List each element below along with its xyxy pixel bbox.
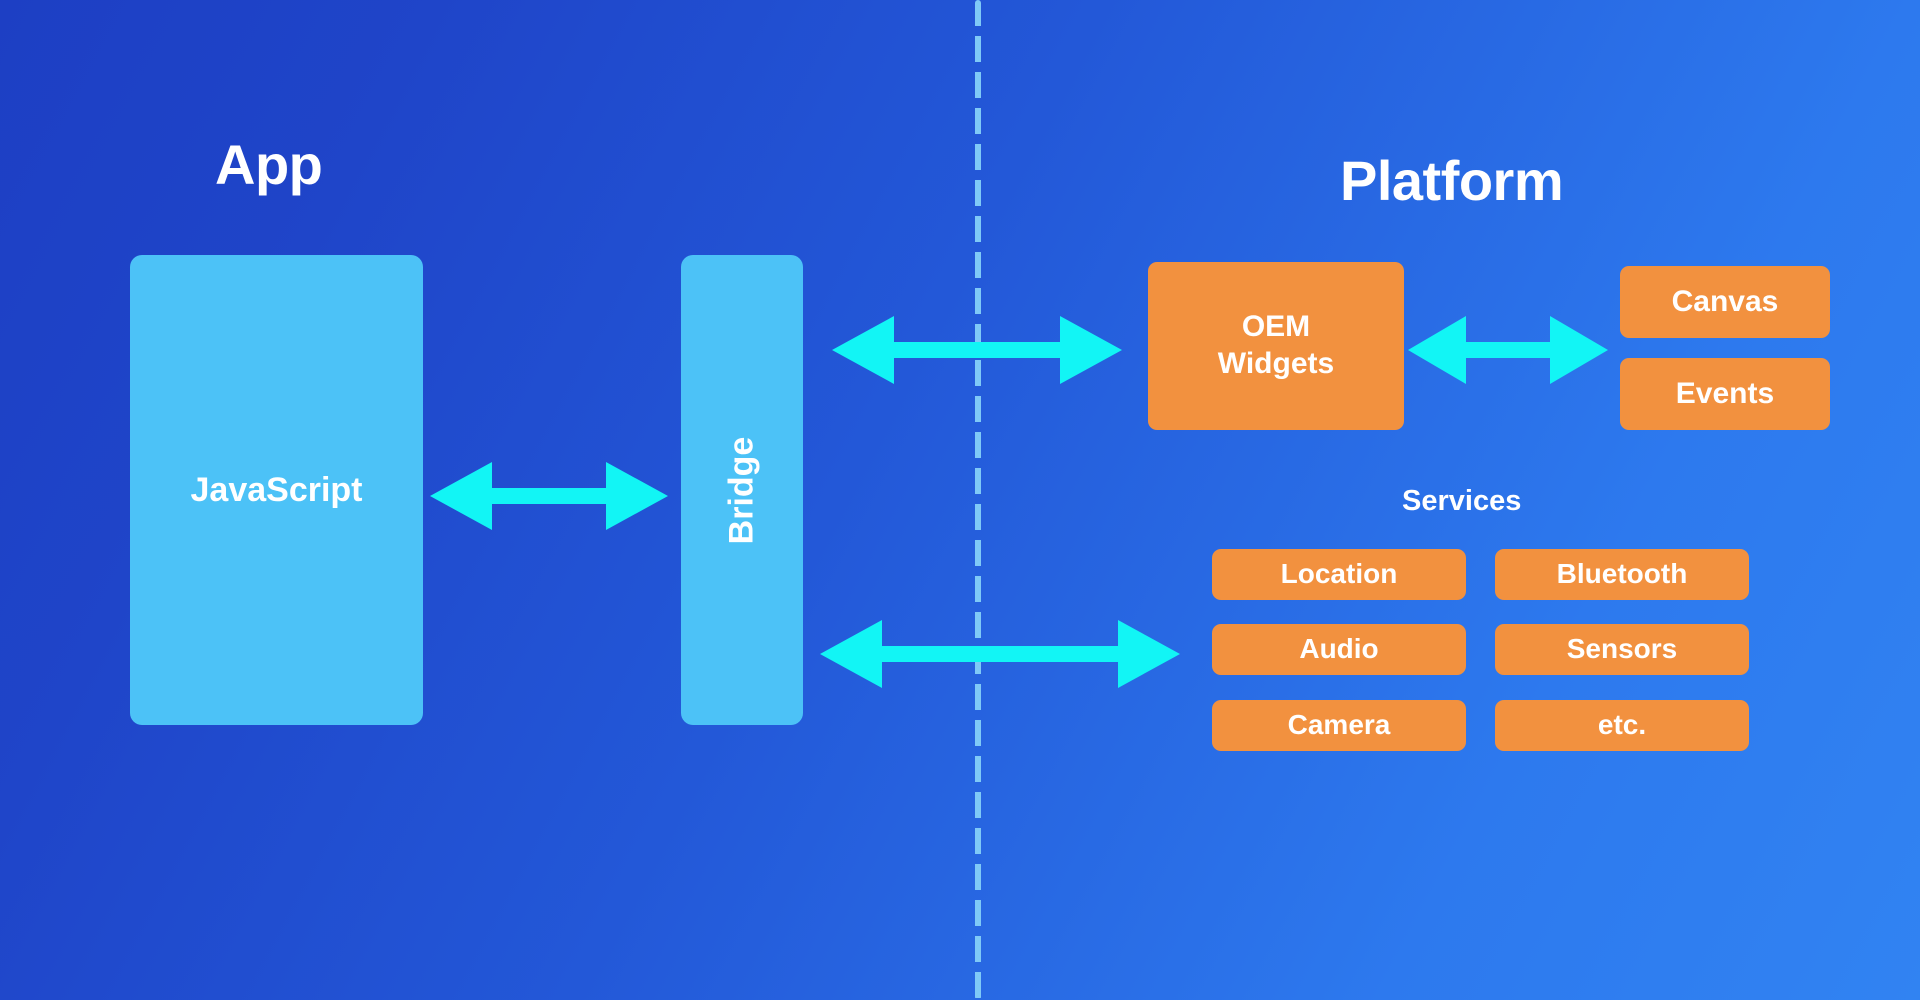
- service-box-sensors: Sensors: [1495, 624, 1749, 675]
- javascript-box: JavaScript: [130, 255, 423, 725]
- oem-widgets-line-1: OEM: [1241, 310, 1311, 344]
- bridge-box: Bridge: [681, 255, 803, 725]
- events-box: Events: [1620, 358, 1830, 430]
- bidirectional-arrow-icon-bridge-oem-widgets: [832, 312, 1122, 388]
- canvas-box: Canvas: [1620, 266, 1830, 338]
- platform-section-title: Platform: [1340, 149, 1564, 212]
- service-box-audio: Audio: [1212, 624, 1466, 675]
- service-box-bluetooth: Bluetooth: [1495, 549, 1749, 600]
- service-box-camera: Camera: [1212, 700, 1466, 751]
- app-platform-divider: [975, 0, 981, 1000]
- app-section-title: App: [215, 133, 323, 196]
- bidirectional-arrow-icon-javascript-bridge: [430, 458, 668, 534]
- oem-widgets-label: OEM Widgets: [1218, 309, 1334, 382]
- services-group-title: Services: [1402, 485, 1522, 517]
- bidirectional-arrow-icon-bridge-services: [820, 616, 1180, 692]
- oem-widgets-line-2: Widgets: [1217, 347, 1335, 380]
- bridge-box-label: Bridge: [722, 436, 761, 544]
- service-box-location: Location: [1212, 549, 1466, 600]
- bidirectional-arrow-icon-oem-widgets-canvas: [1408, 312, 1608, 388]
- service-box-etc: etc.: [1495, 700, 1749, 751]
- oem-widgets-box: OEM Widgets: [1148, 262, 1404, 430]
